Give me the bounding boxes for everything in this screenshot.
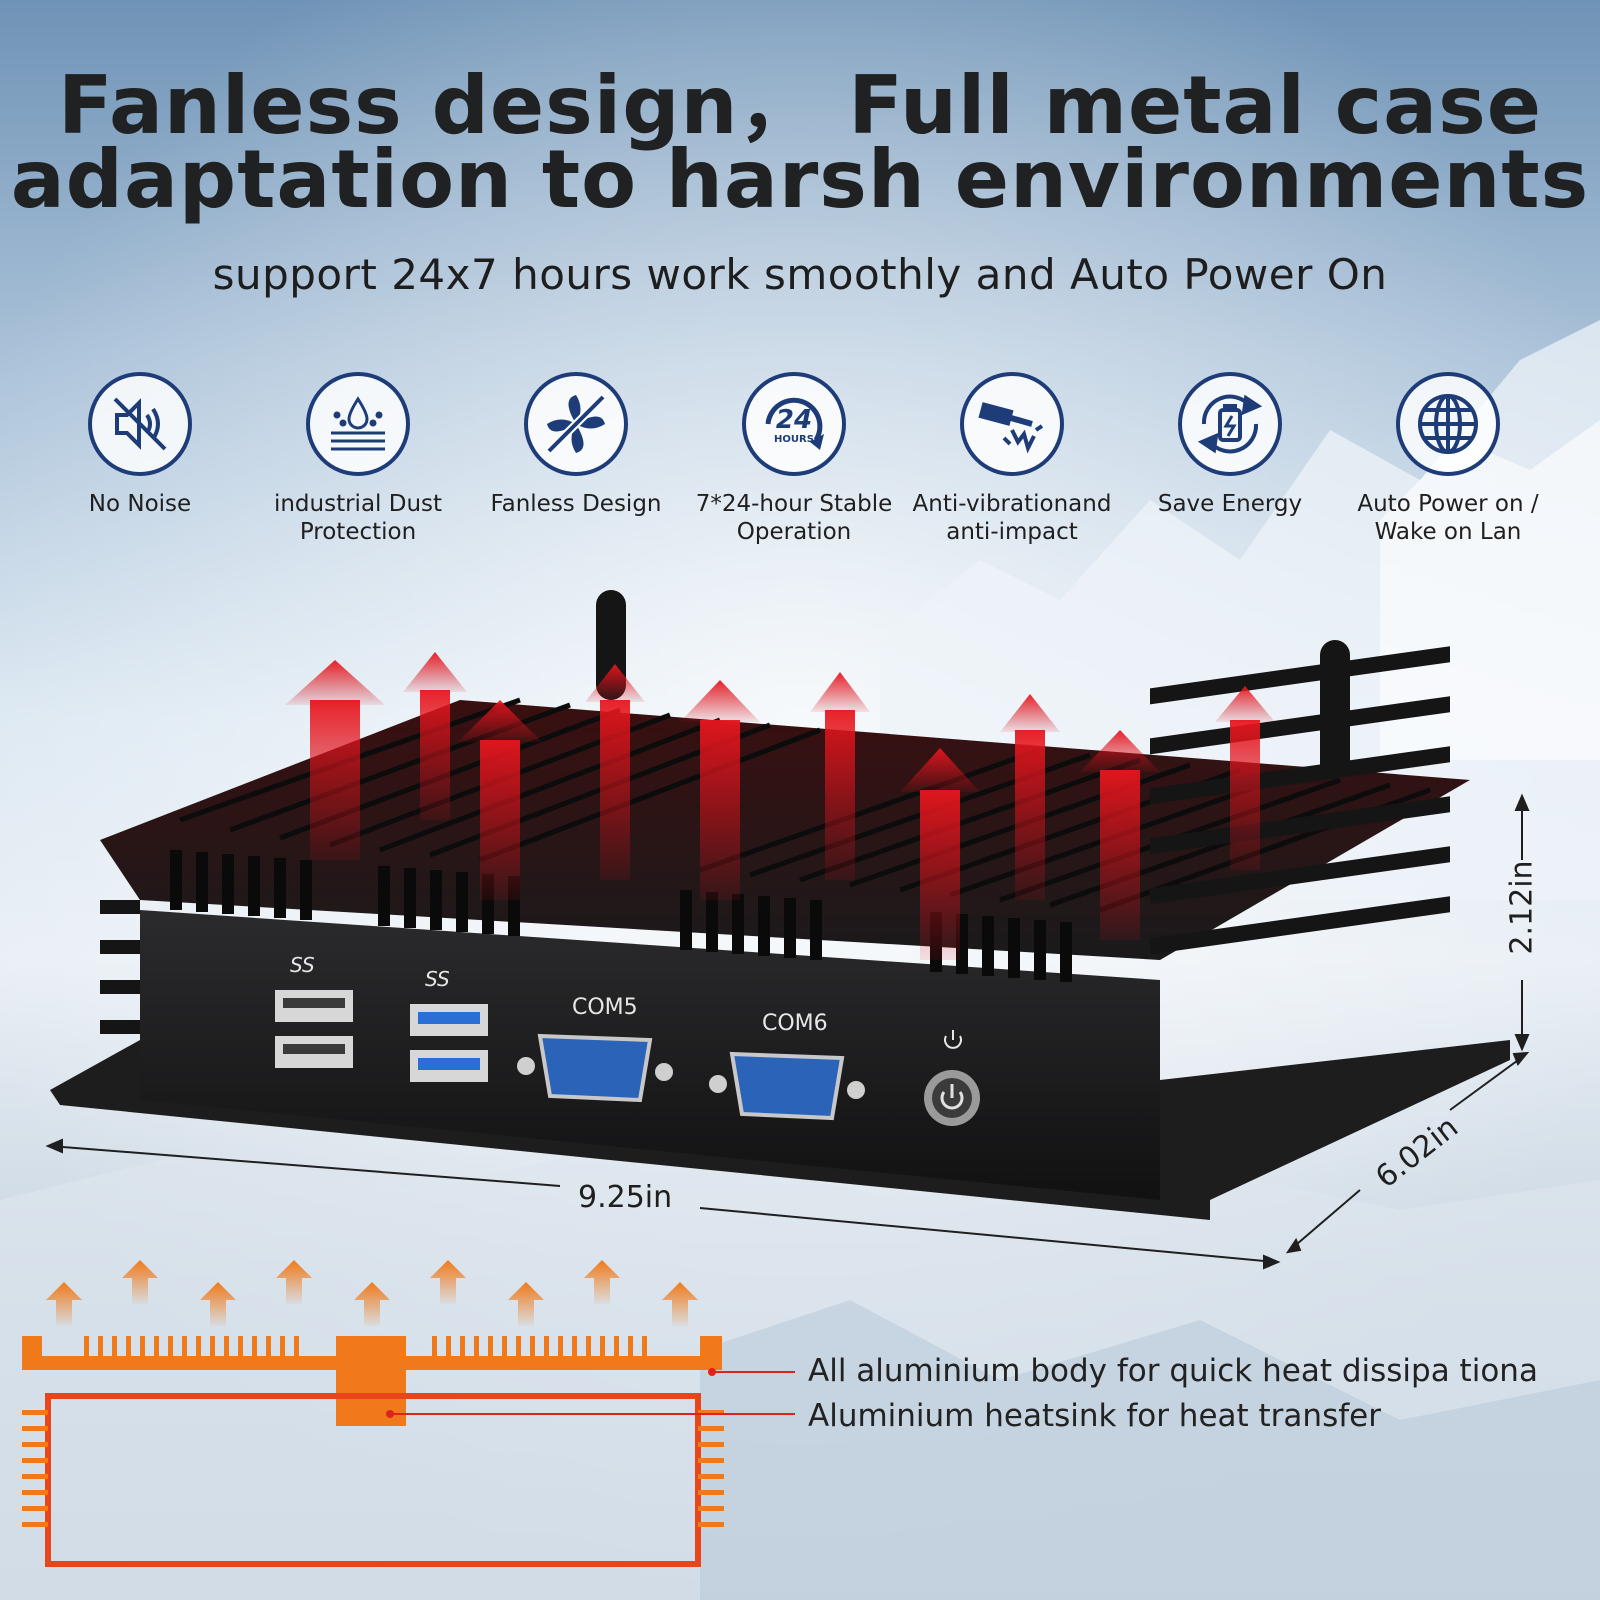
- front-panel: [140, 910, 1160, 1200]
- feature-label: Fanless Design: [490, 491, 662, 517]
- dimension-lines: [45, 793, 1530, 1270]
- power-button: [924, 1070, 980, 1126]
- feature-label: Auto Power on /Wake on Lan: [1357, 491, 1539, 545]
- dust-protection-icon: [306, 372, 410, 476]
- hammer-impact-icon: [960, 372, 1064, 476]
- usb-ports-right: [410, 1004, 488, 1082]
- usb-logo-right: SS: [425, 967, 450, 991]
- feature-label: No Noise: [88, 491, 192, 517]
- no-noise-icon: [88, 372, 192, 476]
- globe-icon: [1396, 372, 1500, 476]
- headline-line-1: Fanless design， Full metal case: [57, 59, 1542, 152]
- heatsink-callout-transfer: Aluminium heatsink for heat transfer: [808, 1398, 1381, 1434]
- feature-wake-on-lan: Auto Power on /Wake on Lan: [1348, 372, 1548, 546]
- com6-port: [709, 1051, 865, 1121]
- feature-fanless: Fanless Design: [476, 372, 676, 518]
- heatsink-cross-section: [22, 1260, 795, 1567]
- feature-label: Save Energy: [1157, 491, 1303, 517]
- 24-hours-icon: 24 HOURS: [742, 372, 846, 476]
- orange-heat-arrows: [46, 1260, 698, 1326]
- com5-label: COM5: [572, 995, 638, 1020]
- front-fin-gaps: [170, 850, 1072, 982]
- svg-text:HOURS: HOURS: [774, 434, 814, 445]
- headline-line-2: adaptation to harsh environments: [10, 133, 1590, 226]
- subheadline: support 24x7 hours work smoothly and Aut…: [212, 250, 1388, 299]
- battery-cycle-icon: [1178, 372, 1282, 476]
- heat-arrows: [285, 652, 1275, 960]
- svg-text:24: 24: [776, 405, 812, 435]
- feature-no-noise: No Noise: [40, 372, 240, 518]
- com5-port: [517, 1033, 673, 1103]
- usb-logo-left: SS: [290, 953, 315, 977]
- heatsink-callout-body: All aluminium body for quick heat dissip…: [808, 1353, 1538, 1389]
- power-icon-label: [944, 1030, 962, 1049]
- height-dimension: 2.12in: [1504, 860, 1540, 955]
- side-fins: [100, 646, 1450, 1034]
- width-dimension: 9.25in: [578, 1180, 673, 1215]
- fan-slash-icon: [524, 372, 628, 476]
- feature-save-energy: Save Energy: [1130, 372, 1330, 518]
- com6-label: COM6: [762, 1011, 828, 1036]
- usb-ports-left: [275, 990, 353, 1068]
